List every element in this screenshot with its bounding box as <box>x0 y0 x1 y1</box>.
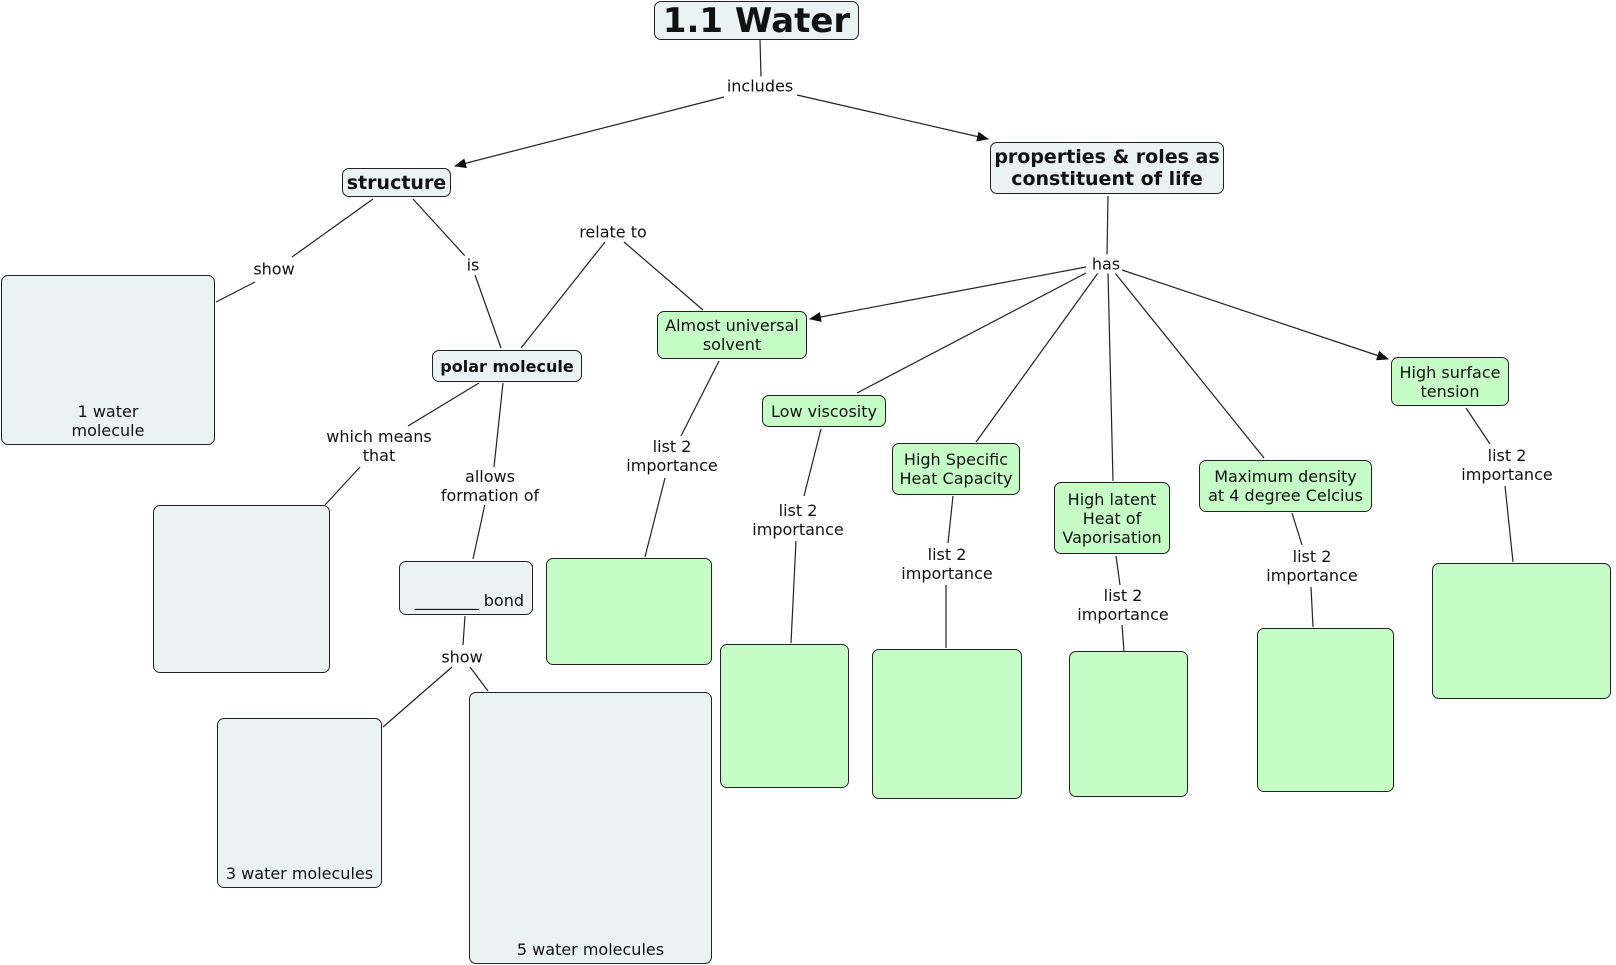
arrow-includes-structure <box>454 96 725 169</box>
line-show-three <box>382 666 453 728</box>
line-structure-show <box>291 198 374 258</box>
line-surface-imp <box>1465 407 1491 445</box>
link-importance-surface: list 2 importance <box>1459 446 1555 484</box>
line-solvent-imp <box>680 360 720 437</box>
polar-molecule-concept[interactable]: polar molecule <box>432 350 582 382</box>
line-allows-bond <box>472 503 486 560</box>
which-means-answer-box[interactable] <box>153 505 330 673</box>
surface-tension-importance-box[interactable] <box>1432 563 1611 699</box>
arrow-has-solvent <box>809 266 1087 322</box>
specific-heat-importance-box[interactable] <box>872 649 1022 799</box>
line-has-density <box>1114 272 1265 459</box>
link-has: has <box>1089 254 1123 274</box>
three-water-molecules-box[interactable]: 3 water molecules <box>217 718 382 888</box>
line-which-box <box>324 466 361 506</box>
link-includes: includes <box>724 76 796 96</box>
link-relate-to: relate to <box>577 222 649 242</box>
title-concept[interactable]: 1.1 Water <box>654 1 859 40</box>
max-density-importance-box[interactable] <box>1257 628 1394 792</box>
line-imp-surface-box <box>1504 485 1514 563</box>
line-imp-viscosity-box <box>790 540 797 644</box>
max-density-concept[interactable]: Maximum density at 4 degree Celcius <box>1199 460 1372 512</box>
line-relate-polar <box>520 241 606 349</box>
line-polar-allows <box>493 382 504 468</box>
line-has-viscosity <box>856 272 1087 394</box>
line-title-includes <box>759 39 762 78</box>
link-is: is <box>464 255 482 275</box>
line-latent-imp <box>1115 555 1121 586</box>
line-imp-latent-box <box>1121 624 1125 652</box>
viscosity-importance-box[interactable] <box>720 644 849 788</box>
latent-heat-concept[interactable]: High latent Heat of Vaporisation <box>1054 482 1170 554</box>
latent-heat-importance-box[interactable] <box>1069 651 1188 797</box>
link-which-means: which means that <box>324 427 434 465</box>
line-density-imp <box>1291 512 1303 546</box>
properties-concept[interactable]: properties & roles as constituent of lif… <box>990 142 1224 194</box>
line-viscosity-imp <box>803 428 822 497</box>
link-show-structure: show <box>251 259 297 279</box>
link-importance-density: list 2 importance <box>1264 547 1360 585</box>
one-water-molecule-box[interactable]: 1 water molecule <box>1 275 215 445</box>
line-show-onewater <box>215 281 256 303</box>
line-relate-solvent <box>623 241 704 311</box>
line-has-latent <box>1107 272 1114 482</box>
viscosity-concept[interactable]: Low viscosity <box>762 395 886 427</box>
five-water-molecules-box[interactable]: 5 water molecules <box>469 692 712 964</box>
link-importance-solvent: list 2 importance <box>624 437 720 475</box>
structure-concept[interactable]: structure <box>342 168 451 197</box>
solvent-concept[interactable]: Almost universal solvent <box>657 311 807 359</box>
line-specific-imp <box>947 495 954 544</box>
link-importance-latent: list 2 importance <box>1075 586 1171 624</box>
line-imp-density-box <box>1310 586 1314 628</box>
solvent-importance-box[interactable] <box>546 558 712 665</box>
line-bond-show <box>462 615 466 646</box>
arrow-includes-properties <box>796 94 989 142</box>
line-has-specific <box>975 272 1099 443</box>
line-structure-is <box>412 198 466 257</box>
line-imp-solvent-box <box>644 477 666 558</box>
link-show-bond: show <box>439 647 485 667</box>
specific-heat-concept[interactable]: High Specific Heat Capacity <box>892 443 1020 495</box>
link-importance-specific: list 2 importance <box>899 545 995 583</box>
bond-concept[interactable]: ________ bond <box>399 561 533 615</box>
line-is-polar <box>474 274 502 349</box>
link-importance-viscosity: list 2 importance <box>750 501 846 539</box>
surface-tension-concept[interactable]: High surface tension <box>1391 357 1509 406</box>
arrow-has-surface <box>1121 269 1389 361</box>
line-show-five <box>469 666 489 692</box>
line-polar-which <box>407 382 480 427</box>
link-allows-formation: allows formation of <box>438 467 542 505</box>
line-properties-has <box>1106 195 1109 256</box>
